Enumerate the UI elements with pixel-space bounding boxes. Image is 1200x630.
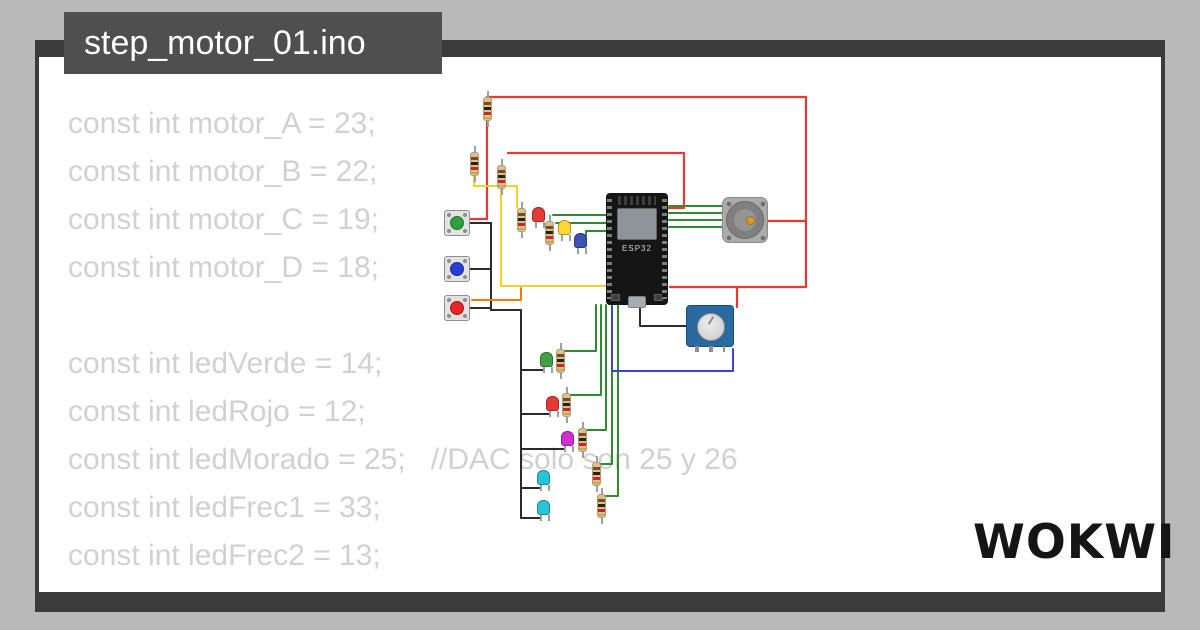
motor-shaft bbox=[746, 216, 755, 225]
pushbutton-blue[interactable] bbox=[444, 256, 470, 282]
resistor bbox=[562, 387, 571, 423]
pushbutton-red[interactable] bbox=[444, 295, 470, 321]
potentiometer-knob[interactable] bbox=[697, 313, 725, 341]
resistor bbox=[556, 343, 565, 379]
resistor bbox=[592, 456, 601, 492]
sketch-filename-badge: step_motor_01.ino bbox=[64, 12, 442, 74]
code-line: const int motor_A = 23; bbox=[68, 107, 376, 140]
red-wires bbox=[469, 95, 808, 309]
motor-rotor bbox=[734, 209, 756, 231]
code-line: const int ledMorado = 25; //DAC solo son… bbox=[68, 443, 738, 476]
knob-notch bbox=[707, 316, 715, 325]
black-wires bbox=[469, 222, 687, 519]
code-line: const int ledFrec2 = 13; bbox=[68, 539, 381, 572]
led-blue bbox=[574, 233, 587, 254]
esp32-board: ESP32 bbox=[606, 193, 668, 308]
code-preview: const int motor_A = 23; const int motor_… bbox=[68, 100, 738, 580]
code-line: const int motor_B = 22; bbox=[68, 155, 378, 188]
led-yellow bbox=[558, 220, 571, 241]
usb-port bbox=[628, 296, 646, 308]
code-line: const int motor_D = 18; bbox=[68, 251, 379, 284]
orange-wires bbox=[471, 287, 522, 301]
resistor bbox=[597, 488, 606, 524]
potentiometer-pins bbox=[695, 346, 725, 352]
blue-wires bbox=[611, 306, 734, 372]
pushbutton-green-cap[interactable] bbox=[450, 216, 464, 230]
wokwi-logo: WOKWI bbox=[973, 515, 1176, 570]
resistor bbox=[497, 159, 506, 195]
potentiometer[interactable] bbox=[686, 305, 734, 352]
code-line: const int ledRojo = 12; bbox=[68, 395, 366, 428]
led-verde bbox=[540, 352, 553, 373]
yellow-wires bbox=[473, 175, 611, 305]
wifi-module-shield bbox=[617, 208, 657, 240]
resistor bbox=[483, 91, 492, 127]
resistor bbox=[470, 146, 479, 182]
en-button[interactable] bbox=[611, 294, 620, 301]
antenna-region bbox=[618, 196, 656, 205]
pushbutton-red-cap[interactable] bbox=[450, 301, 464, 315]
resistor bbox=[578, 422, 587, 458]
resistor bbox=[545, 215, 554, 251]
board-label: ESP32 bbox=[622, 244, 652, 253]
sketch-filename: step_motor_01.ino bbox=[84, 23, 366, 62]
resistor bbox=[517, 202, 526, 238]
code-line: const int motor_C = 19; bbox=[68, 203, 379, 236]
led-frec2 bbox=[537, 500, 550, 521]
code-line: const int ledFrec1 = 33; bbox=[68, 491, 381, 524]
boot-button[interactable] bbox=[654, 294, 663, 301]
code-line: const int ledVerde = 14; bbox=[68, 347, 383, 380]
led-frec1 bbox=[537, 470, 550, 491]
led-morado bbox=[561, 431, 574, 452]
led-red bbox=[532, 207, 545, 228]
pushbutton-green[interactable] bbox=[444, 210, 470, 236]
led-rojo bbox=[546, 396, 559, 417]
stepper-motor bbox=[722, 197, 768, 243]
pushbutton-blue-cap[interactable] bbox=[450, 262, 464, 276]
